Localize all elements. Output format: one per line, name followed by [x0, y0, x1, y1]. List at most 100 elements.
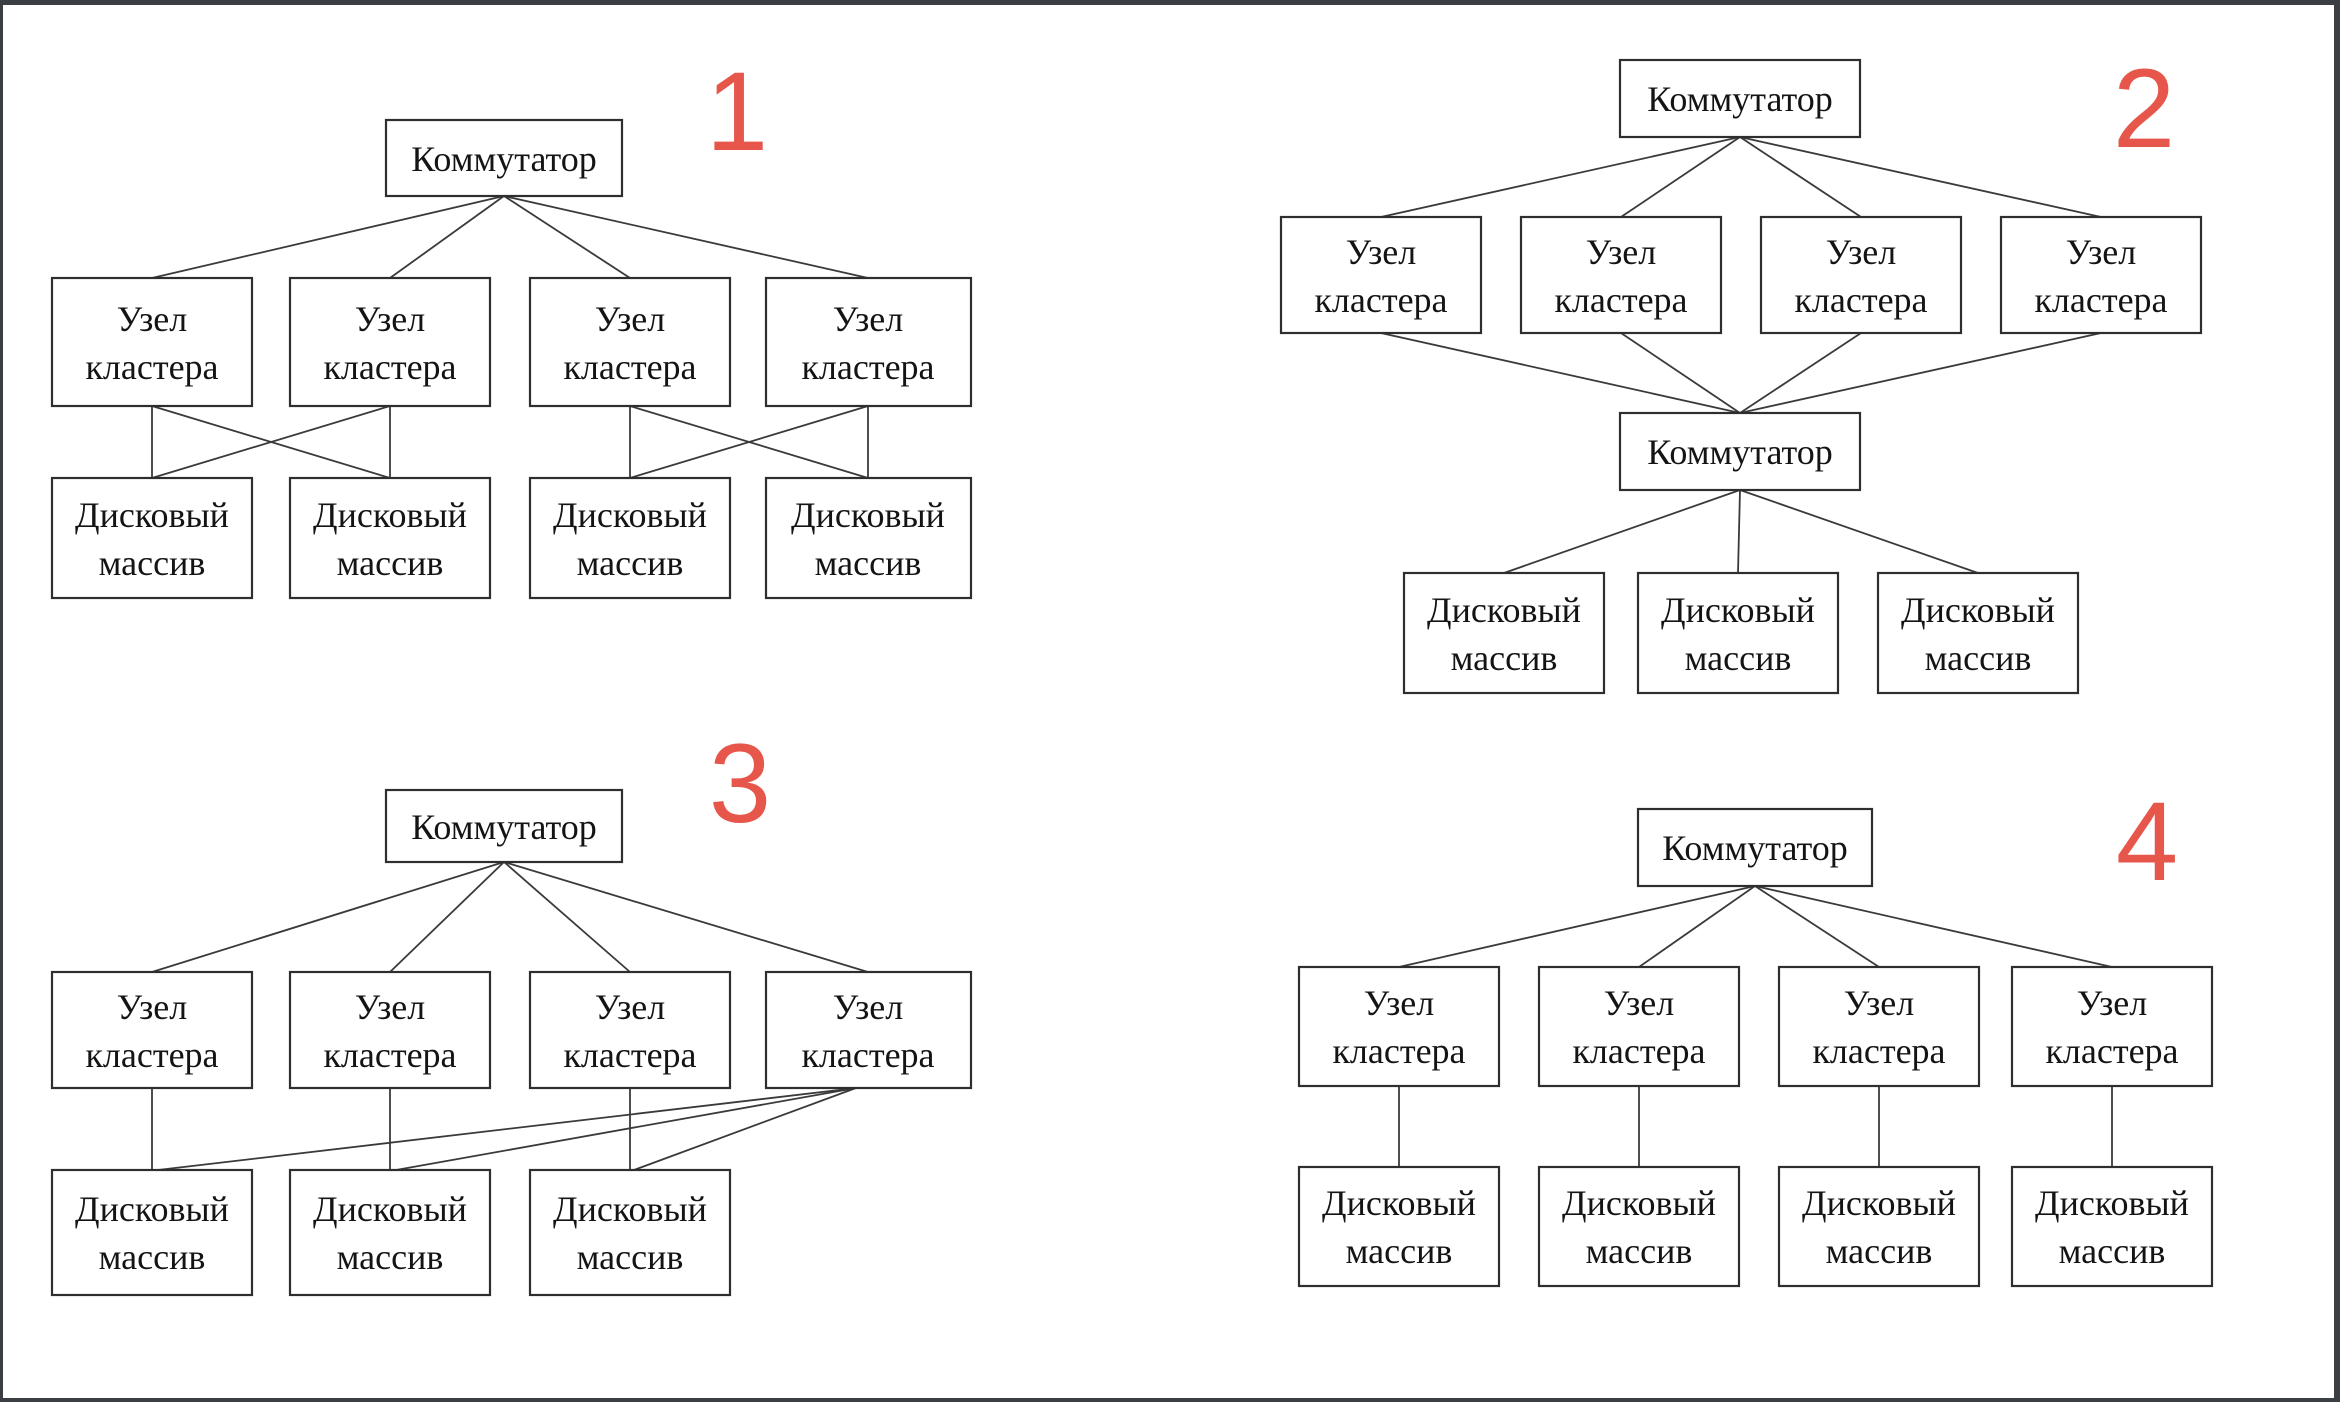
node-label-line1: Узел: [833, 299, 904, 339]
node-rect: [50, 970, 254, 1090]
switch-rect: [1618, 58, 1862, 139]
disk-label-line2: массив: [577, 543, 684, 583]
switch-label: Коммутатор: [1662, 828, 1848, 868]
cluster-node-box: Узел кластера: [764, 276, 973, 408]
node-rect: [1759, 215, 1963, 335]
node-label-line1: Узел: [2066, 232, 2137, 272]
connector-line: [1620, 136, 1741, 218]
node-rect: [288, 276, 492, 408]
node-label-line1: Узел: [355, 299, 426, 339]
disk-label-line1: Дисковый: [75, 1189, 229, 1229]
disk-rect: [764, 476, 973, 600]
node-rect: [764, 276, 973, 408]
disk-rect: [1297, 1165, 1501, 1288]
disk-rect: [50, 1168, 254, 1297]
connector-line: [1739, 332, 1862, 414]
disk-label-line1: Дисковый: [1661, 590, 1815, 630]
frame-bottom-edge: [0, 1398, 2340, 1402]
diagram-4: Коммутатор Узел кластера Узел кластера У…: [1297, 779, 2214, 1288]
diagram-number-4: 4: [2116, 779, 2178, 904]
disk-rect: [1636, 571, 1840, 695]
node-rect: [1537, 965, 1741, 1088]
disk-label-line1: Дисковый: [553, 495, 707, 535]
diagram-2: Коммутатор Узел кластера Узел кластера У…: [1279, 46, 2203, 695]
node-label-line1: Узел: [2077, 983, 2148, 1023]
node-rect: [764, 970, 973, 1090]
disk-rect: [528, 476, 732, 600]
connector-line: [389, 195, 505, 279]
connector-line: [1380, 136, 1741, 218]
disk-label-line2: массив: [2059, 1231, 2166, 1271]
cluster-node-box: Узел кластера: [2010, 965, 2214, 1088]
disk-rect: [50, 476, 254, 600]
node-rect: [2010, 965, 2214, 1088]
disk-rect: [1402, 571, 1606, 695]
connector-line: [1739, 332, 2102, 414]
connector-line: [633, 1087, 857, 1171]
node-rect: [1999, 215, 2203, 335]
switch-label: Коммутатор: [411, 807, 597, 847]
disk-label-line2: массив: [337, 1237, 444, 1277]
disk-label-line2: массив: [99, 1237, 206, 1277]
node-rect: [528, 276, 732, 408]
node-label-line2: кластера: [1314, 280, 1447, 320]
frame-left-edge: [0, 0, 3, 1402]
disk-rect: [1876, 571, 2080, 695]
switch-box: Коммутатор: [1636, 807, 1874, 888]
disk-rect: [1537, 1165, 1741, 1288]
connector-line: [503, 861, 631, 973]
connector-line: [1739, 489, 1979, 574]
node-label-line2: кластера: [1572, 1031, 1705, 1071]
node-label-line2: кластера: [563, 347, 696, 387]
node-rect: [1279, 215, 1483, 335]
disk-array-box: Дисковый массив: [1777, 1165, 1981, 1288]
disk-array-box: Дисковый массив: [288, 1168, 492, 1297]
disk-array-box: Дисковый массив: [1636, 571, 1840, 695]
disk-label-line2: массив: [337, 543, 444, 583]
node-label-line1: Узел: [595, 299, 666, 339]
disk-label-line2: массив: [1685, 638, 1792, 678]
cluster-node-box: Узел кластера: [288, 276, 492, 408]
disk-label-line2: массив: [1346, 1231, 1453, 1271]
disk-array-box: Дисковый массив: [1402, 571, 1606, 695]
node-label-line2: кластера: [801, 347, 934, 387]
disk-rect: [1777, 1165, 1981, 1288]
connector-line: [395, 1087, 857, 1171]
node-label-line1: Узел: [117, 299, 188, 339]
disk-label-line1: Дисковый: [1901, 590, 2055, 630]
connector-line: [1503, 489, 1741, 574]
connector-line: [151, 405, 391, 479]
cluster-node-box: Узел кластера: [1279, 215, 1483, 335]
node-label-line1: Узел: [1364, 983, 1435, 1023]
cluster-node-box: Узел кластера: [528, 970, 732, 1090]
switch-box: Коммутатор: [1618, 411, 1862, 492]
connector-line: [1398, 885, 1756, 968]
connector-line: [157, 1087, 857, 1171]
node-label-line1: Узел: [595, 987, 666, 1027]
connector-line: [1754, 885, 2113, 968]
disk-label-line1: Дисковый: [75, 495, 229, 535]
diagram-number-2: 2: [2113, 46, 2175, 171]
node-label-line1: Узел: [1604, 983, 1675, 1023]
node-rect: [1297, 965, 1501, 1088]
node-rect: [1519, 215, 1723, 335]
disk-label-line2: массив: [1826, 1231, 1933, 1271]
disk-label-line1: Дисковый: [1427, 590, 1581, 630]
disk-array-box: Дисковый массив: [764, 476, 973, 600]
disk-array-box: Дисковый массив: [528, 1168, 732, 1297]
connector-line: [1620, 332, 1741, 414]
cluster-node-box: Узел кластера: [1519, 215, 1723, 335]
switch-box: Коммутатор: [384, 118, 624, 198]
cluster-node-box: Узел кластера: [1777, 965, 1981, 1088]
connector-line: [389, 861, 505, 973]
diagram-number-3: 3: [709, 721, 771, 846]
cluster-node-box: Узел кластера: [50, 276, 254, 408]
node-label-line2: кластера: [323, 1035, 456, 1075]
connector-line: [1754, 885, 1880, 968]
connector-line: [1739, 136, 1862, 218]
node-rect: [1777, 965, 1981, 1088]
node-label-line2: кластера: [323, 347, 456, 387]
node-label-line1: Узел: [355, 987, 426, 1027]
diagram-number-1: 1: [706, 49, 768, 174]
